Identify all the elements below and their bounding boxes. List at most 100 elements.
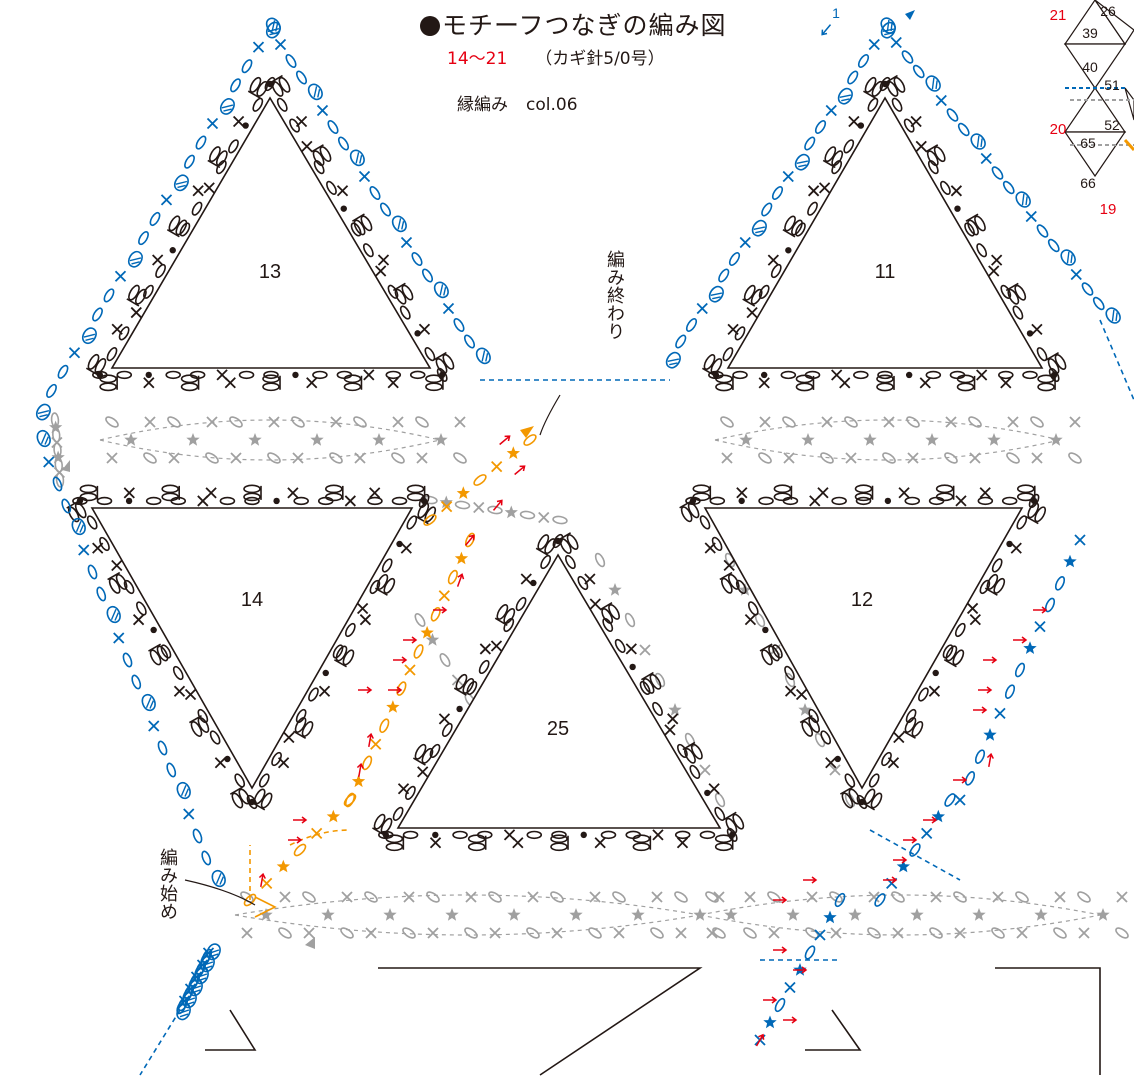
motif-14-inner-chain <box>220 498 234 505</box>
arrow-stroke <box>973 707 986 713</box>
motif-25-inner-chain <box>676 831 690 838</box>
joining-sc <box>393 417 403 427</box>
motif-25-inner-chain <box>700 831 714 838</box>
inset-round-19: 19 <box>1100 201 1117 218</box>
joining-chain <box>711 926 726 940</box>
motif-11-inner-dot <box>785 247 791 253</box>
joining-chain <box>1076 890 1091 904</box>
motif-14-outer-sc <box>320 686 330 696</box>
joining-diagonal-chain <box>814 732 826 748</box>
motif-14-outer-sc <box>206 488 216 498</box>
cluster-petal <box>244 485 260 492</box>
joining-sc <box>242 928 252 938</box>
motif-12-outer-sc <box>1011 543 1021 553</box>
joining-chain <box>1052 926 1067 940</box>
edging-chain <box>803 136 816 151</box>
motif-12-inner-dot <box>933 670 939 676</box>
motif-12-outer-sc <box>705 543 715 553</box>
cluster-petal <box>693 485 709 492</box>
cluster-petal <box>1038 383 1054 390</box>
red-arrow <box>973 707 986 713</box>
red-arrow <box>358 687 371 693</box>
joining-star <box>848 908 861 921</box>
red-arrow <box>1013 637 1026 643</box>
motif-12-outer-sc <box>786 686 796 696</box>
edging-chain <box>87 564 98 580</box>
motif-12-inner-chain <box>759 497 773 504</box>
lower-motif-mid-tip <box>805 1010 860 1050</box>
motif-11-inner-chain <box>781 372 795 379</box>
edging-sc <box>444 304 454 314</box>
blue-join-star <box>983 728 996 741</box>
motif-13-outer-sc <box>388 378 398 388</box>
edging-picot <box>140 693 157 712</box>
motif-11-outer-sc <box>992 255 1002 265</box>
joining-star <box>569 908 582 921</box>
joining-star <box>445 908 458 921</box>
joining-chain <box>142 451 157 465</box>
arrow-stroke <box>358 687 371 693</box>
motif-12-inner-dot <box>762 627 768 633</box>
arrow-stroke <box>388 687 401 693</box>
blue-join-chain <box>943 792 957 807</box>
joining-diagonal-star <box>608 583 621 596</box>
arrow-stroke <box>513 464 527 477</box>
joining-chain <box>719 415 734 429</box>
motif-25-outer-sc <box>431 838 441 848</box>
cluster-petal <box>182 383 198 390</box>
orange-join-chain <box>378 718 390 734</box>
edging-sc <box>981 154 991 164</box>
arrow-stroke <box>820 23 833 37</box>
cluster-top <box>840 787 852 794</box>
joining-diagonal-chain <box>714 792 726 808</box>
edging-chain <box>295 70 308 85</box>
motif-12-inner-sc <box>797 689 807 699</box>
motif-25-inner-dot <box>456 706 462 712</box>
blue-join-chain <box>1014 662 1026 678</box>
orange-join-star <box>457 486 470 499</box>
motif-14-inner-chain <box>294 498 308 505</box>
joining-chain <box>742 926 757 940</box>
motif-25-outer-cluster <box>536 533 558 555</box>
arrow-stroke <box>986 754 994 768</box>
motif-25-inner-dot <box>432 832 438 838</box>
edging-picot <box>35 429 52 448</box>
orange-join-chain <box>472 473 487 487</box>
orange-join-star <box>327 810 340 823</box>
edging-picot <box>172 173 191 193</box>
inset-number-40: 40 <box>1082 59 1098 75</box>
edging-picot <box>432 280 451 300</box>
edging-sc <box>114 633 124 643</box>
orange-join-chain <box>430 607 442 623</box>
edging-sc <box>783 172 793 182</box>
motif-25-outer-sc <box>585 574 595 584</box>
cluster-petal <box>408 485 424 492</box>
motif-25-outer-sc <box>439 714 449 724</box>
joining-star <box>507 908 520 921</box>
joining-chain <box>587 926 602 940</box>
cluster-petal <box>100 383 116 390</box>
motif-14-outer-cluster <box>162 485 179 500</box>
joining-sc <box>846 453 856 463</box>
joining-sc <box>1079 928 1089 938</box>
motif-13-outer-cluster <box>393 283 415 305</box>
motif-14-inner-sc <box>345 496 355 506</box>
motif-13-outer-sc <box>338 186 348 196</box>
lower-motif-right <box>995 968 1100 1075</box>
arrow-stroke <box>803 877 816 883</box>
orange-join-chain <box>343 793 358 808</box>
joining-chain <box>866 926 881 940</box>
motif-25-outer-sc <box>709 784 719 794</box>
arrow-stroke <box>1013 637 1026 643</box>
motif-11-triangle <box>728 98 1042 368</box>
motif-11-outer-cluster <box>796 375 813 390</box>
cluster-petal <box>344 383 360 390</box>
joining-chain <box>266 451 281 465</box>
joining-star <box>383 908 396 921</box>
edging-chain <box>728 251 741 266</box>
inset-number-39: 39 <box>1082 25 1098 41</box>
joining-star <box>910 908 923 921</box>
arrow-stroke <box>498 434 512 447</box>
edging-sc <box>360 172 370 182</box>
